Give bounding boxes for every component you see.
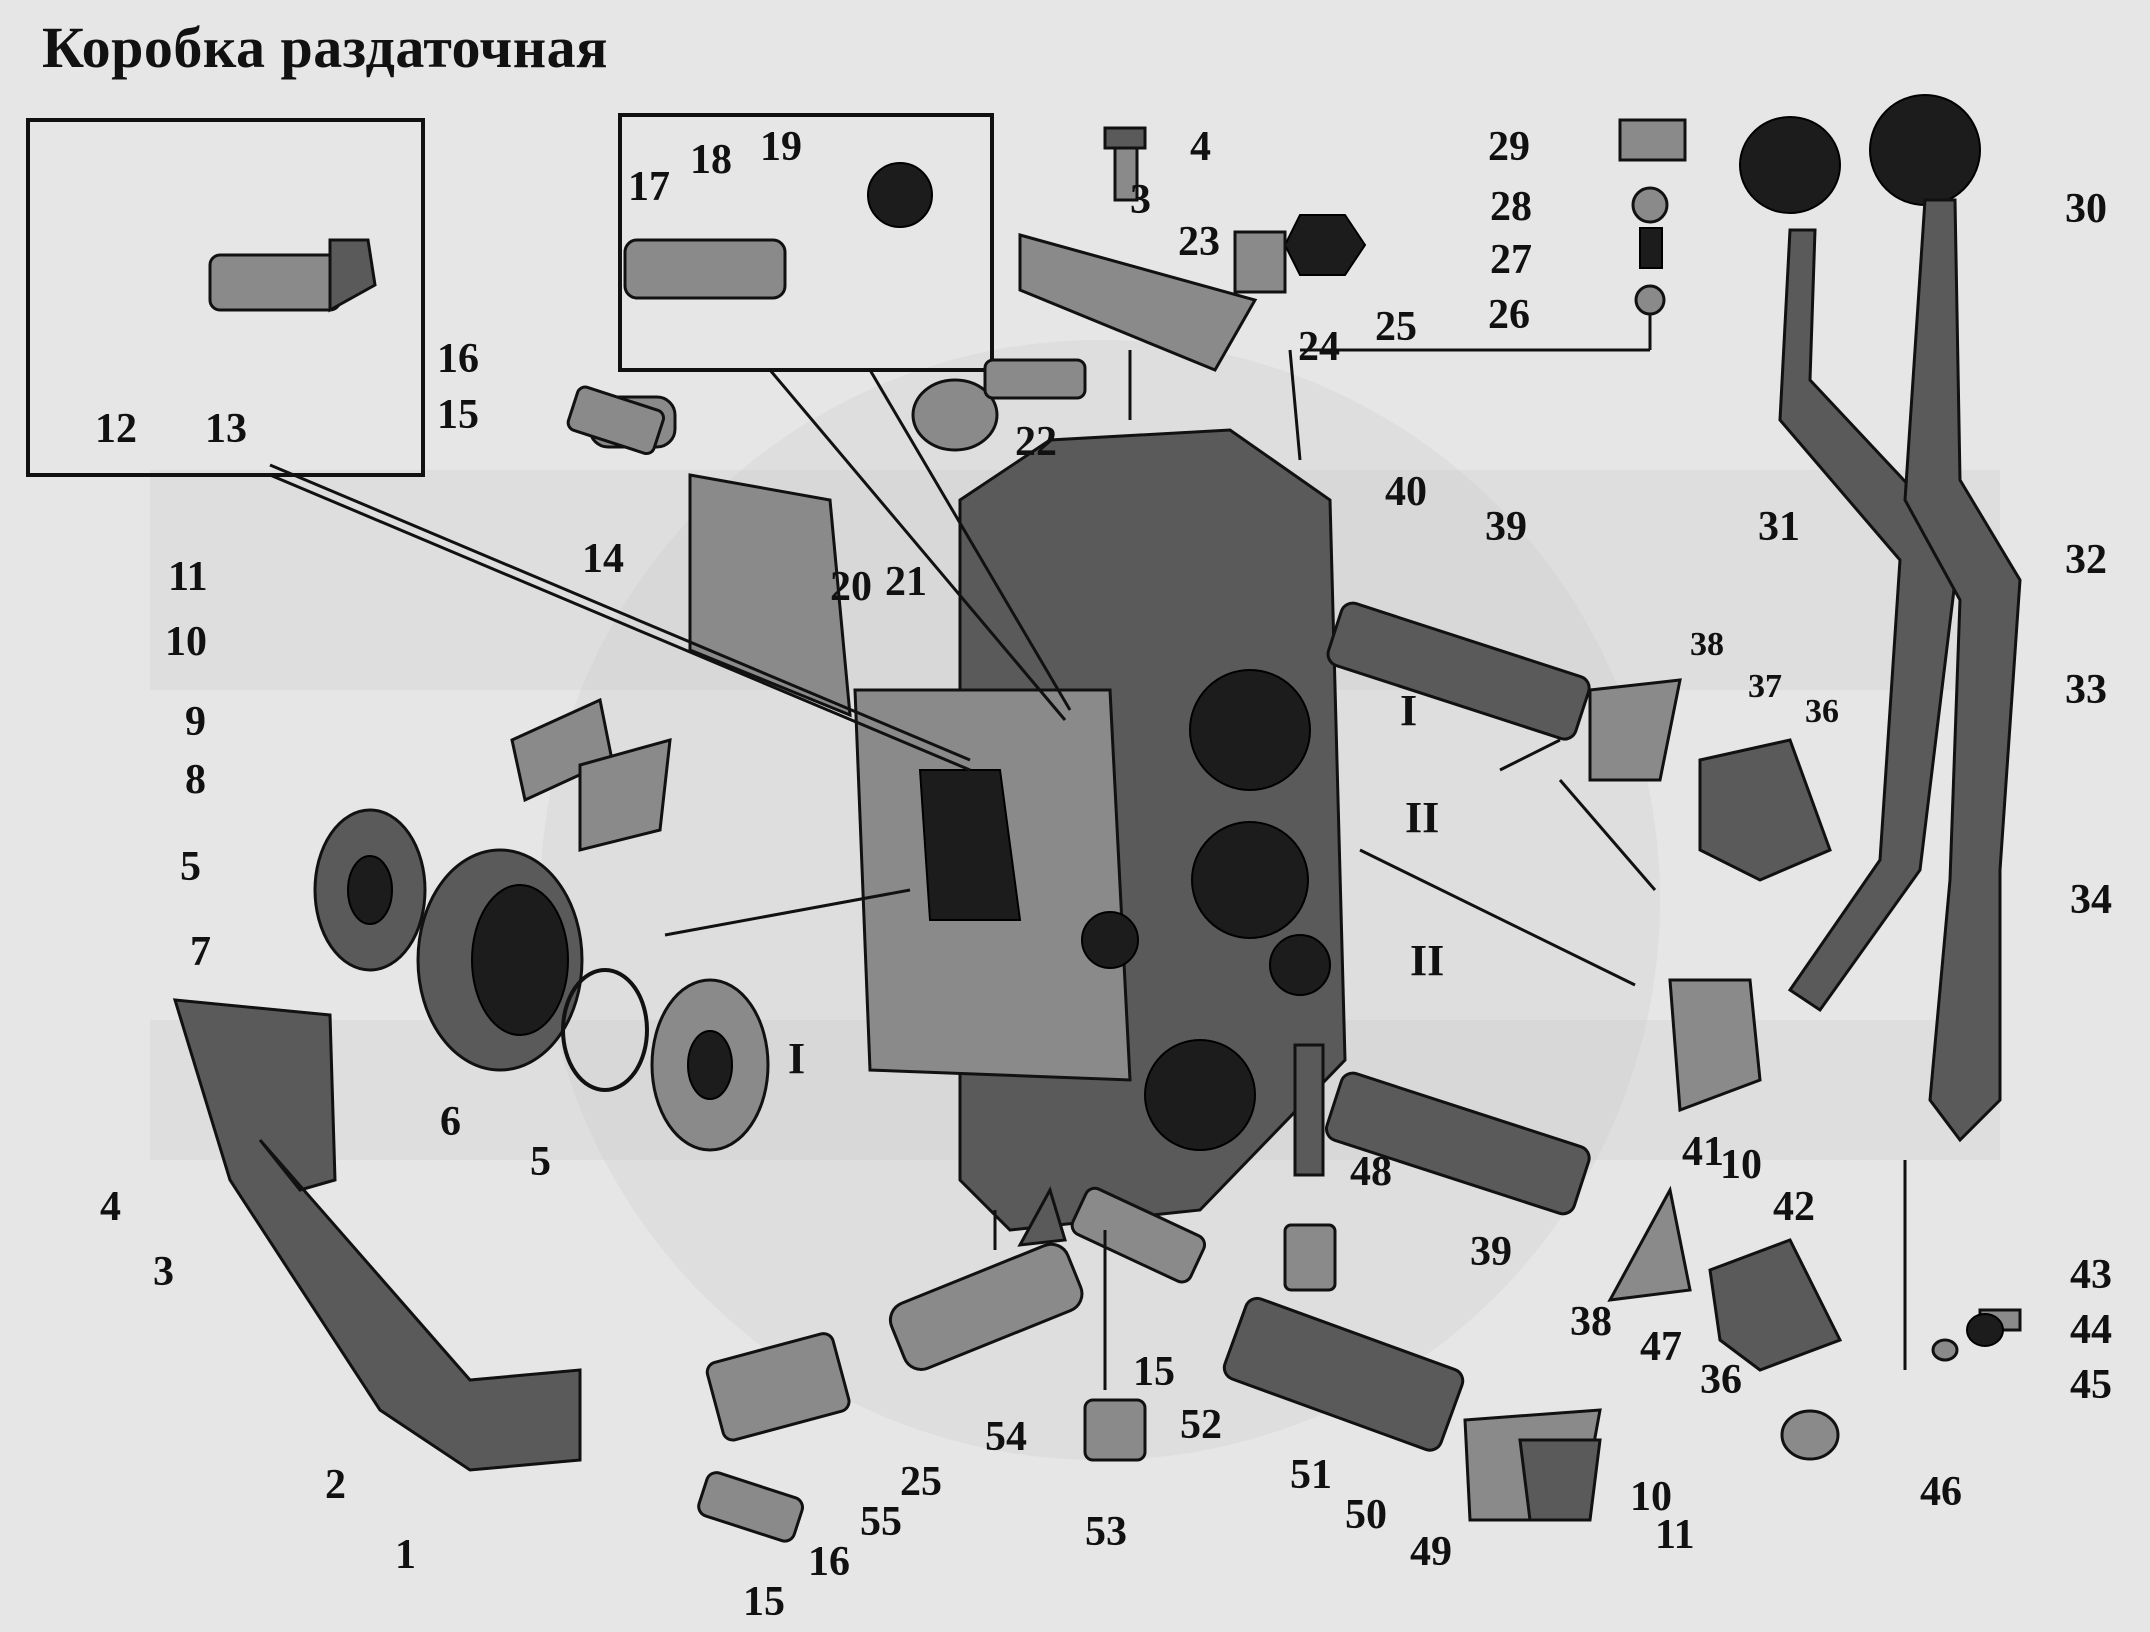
part-label: 41 (1682, 1129, 1724, 1175)
drain-plug (1083, 1398, 1147, 1462)
part-label: 47 (1640, 1324, 1682, 1370)
page-title: Коробка раздаточная (42, 15, 609, 80)
fasteners (208, 118, 1687, 452)
part-label: 22 (1015, 419, 1057, 465)
part-label: 12 (95, 406, 137, 452)
part-label: 54 (985, 1414, 1027, 1460)
part-label: 21 (885, 559, 927, 605)
part-label: 38 (1570, 1299, 1612, 1345)
part-label: 19 (760, 124, 802, 170)
part-label: 37 (1748, 668, 1782, 705)
part-label: 49 (1410, 1529, 1452, 1575)
part-label: 48 (1350, 1149, 1392, 1195)
part-label: 29 (1488, 124, 1530, 170)
part-label: 40 (1385, 469, 1427, 515)
part-label: 45 (2070, 1362, 2112, 1408)
part-label: 25 (900, 1459, 942, 1505)
part-label: 3 (153, 1249, 174, 1295)
spring (1293, 1043, 1325, 1177)
part-label: 9 (185, 699, 206, 745)
part-label: 5 (180, 844, 201, 890)
part-label: 28 (1490, 184, 1532, 230)
part-label: 53 (1085, 1509, 1127, 1555)
part-label: 46 (1920, 1469, 1962, 1515)
bearings-and-gears (313, 697, 770, 1152)
part-label: 4 (100, 1184, 121, 1230)
part-label: 33 (2065, 667, 2107, 713)
part-label: 31 (1758, 504, 1800, 550)
part-label: 6 (440, 1099, 461, 1145)
inset-frame-center (618, 113, 994, 372)
lower-lever (172, 998, 582, 1472)
part-label: 55 (860, 1499, 902, 1545)
part-label: 43 (2070, 1252, 2112, 1298)
part-label: 16 (437, 336, 479, 382)
part-label: 51 (1290, 1452, 1332, 1498)
roman-label: I (788, 1034, 805, 1083)
part-label: 14 (582, 536, 624, 582)
part-label: 15 (437, 392, 479, 438)
part-label: 52 (1180, 1402, 1222, 1448)
shafts (566, 385, 1591, 1543)
part-label: 3 (1130, 177, 1151, 223)
part-label: 4 (1190, 124, 1211, 170)
part-label: 32 (2065, 537, 2107, 583)
shift-mechanisms (1017, 678, 1843, 1522)
part-label: 36 (1700, 1357, 1742, 1403)
part-label: 11 (168, 554, 208, 600)
part-label: 10 (165, 619, 207, 665)
part-label: 38 (1690, 626, 1724, 663)
part-label: 36 (1805, 693, 1839, 730)
roman-label: II (1405, 793, 1439, 842)
part-label: 26 (1488, 292, 1530, 338)
part-label: 10 (1720, 1142, 1762, 1188)
part-number-labels: 1 2 3 3 4 4 5 5 6 7 8 9 10 10 10 11 11 1… (95, 124, 2112, 1625)
leader-lines (269, 315, 1907, 1390)
part-label: 42 (1773, 1184, 1815, 1230)
part-label: 34 (2070, 877, 2112, 923)
part-label: 27 (1490, 237, 1532, 283)
part-label: 50 (1345, 1492, 1387, 1538)
roman-label: II (1410, 936, 1444, 985)
gear-levers (1739, 94, 2022, 1461)
part-label: 20 (830, 564, 872, 610)
part-label: 44 (2070, 1307, 2112, 1353)
part-label: 18 (690, 137, 732, 183)
part-label: 16 (808, 1539, 850, 1585)
part-label: 39 (1470, 1229, 1512, 1275)
part-label: 15 (743, 1579, 785, 1625)
inset-frame-left (26, 118, 425, 477)
part-label: 1 (395, 1532, 416, 1578)
part-label: 10 (1630, 1474, 1672, 1520)
cover-14 (688, 473, 852, 718)
cover-plate-23 (1018, 233, 1258, 372)
roman-label: I (1400, 686, 1417, 735)
part-label: 13 (205, 406, 247, 452)
part-label: 30 (2065, 186, 2107, 232)
part-label: 24 (1298, 324, 1340, 370)
part-label: 5 (530, 1139, 551, 1185)
part-label: 7 (190, 929, 211, 975)
part-label: 15 (1133, 1349, 1175, 1395)
transfer-case-housing (853, 428, 1347, 1232)
part-label: 2 (325, 1462, 346, 1508)
part-label: 25 (1375, 304, 1417, 350)
part-label: 8 (185, 757, 206, 803)
part-label: 11 (1655, 1512, 1695, 1558)
part-label: 17 (628, 164, 670, 210)
part-label: 39 (1485, 504, 1527, 550)
part-label: 23 (1178, 219, 1220, 265)
